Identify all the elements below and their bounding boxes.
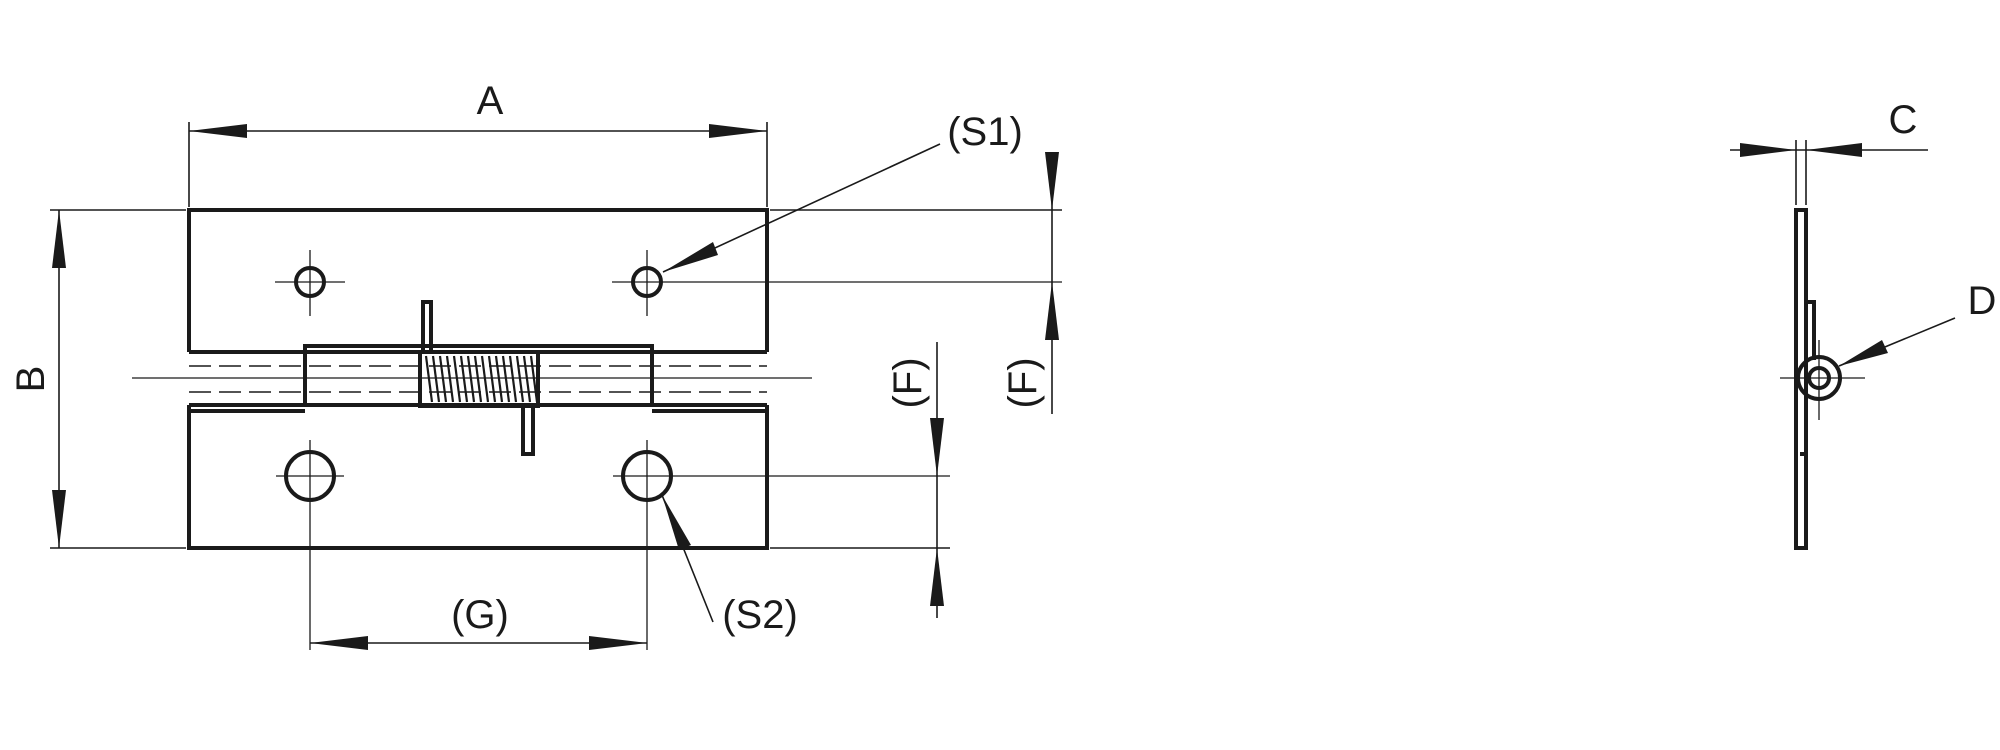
callout-s1-label: (S1) <box>947 110 1023 154</box>
coil-winding <box>452 355 462 403</box>
hole-lower-left <box>276 440 344 650</box>
dimension-f-left: (F) <box>770 342 950 618</box>
dim-a-label: A <box>477 79 504 123</box>
coil-winding <box>515 355 525 403</box>
hole-upper-left <box>275 250 345 316</box>
dimension-b: B <box>9 209 186 549</box>
coil-winding <box>508 355 518 403</box>
coil-winding <box>522 355 532 403</box>
coil-winding <box>438 355 448 403</box>
coil-winding <box>424 355 434 403</box>
coil-winding <box>431 355 441 403</box>
hole-upper-right <box>612 250 1062 316</box>
dim-b-label: B <box>9 366 53 393</box>
upper-leaf <box>187 208 769 352</box>
coil-winding <box>480 355 490 403</box>
callout-s1: (S1) <box>662 110 1023 273</box>
coil-winding <box>487 355 497 403</box>
coil-winding <box>445 355 455 403</box>
coil-winding <box>529 355 539 403</box>
dim-c-label: C <box>1889 98 1918 142</box>
front-view <box>132 208 1062 650</box>
dimension-f-right: (F) <box>770 152 1062 414</box>
callout-s2: (S2) <box>661 494 798 637</box>
dimension-c: C <box>1730 98 1928 205</box>
dimension-g: (G) <box>310 593 647 650</box>
coil-winding <box>473 355 483 403</box>
dim-g-label: (G) <box>451 593 509 637</box>
side-view <box>1780 208 1865 550</box>
dim-f-left-label: (F) <box>886 357 930 408</box>
dim-d-label: D <box>1968 279 1997 323</box>
coil-winding <box>459 355 469 403</box>
coil-winding <box>466 355 476 403</box>
spring <box>418 300 540 456</box>
hole-lower-right <box>613 440 950 650</box>
dimension-d: D <box>1838 279 1997 367</box>
dimension-a: A <box>188 79 768 207</box>
spring-coil <box>424 355 539 403</box>
coil-winding <box>501 355 511 403</box>
coil-winding <box>494 355 504 403</box>
callout-s2-label: (S2) <box>722 593 798 637</box>
dim-f-right-label: (F) <box>1001 357 1045 408</box>
